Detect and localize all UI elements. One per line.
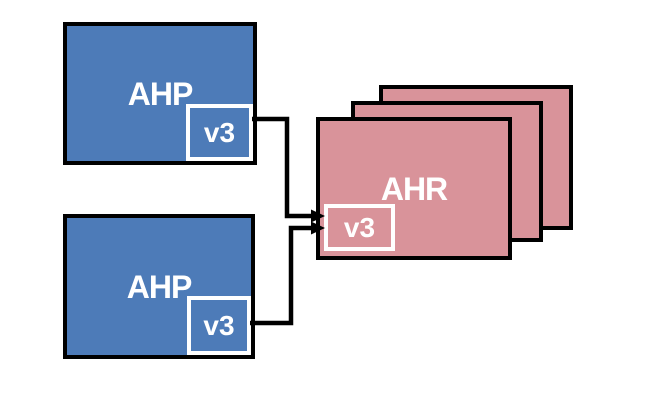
version-badge-ahp-bottom-label: v3 bbox=[203, 309, 235, 341]
version-badge-ahp-top: v3 bbox=[186, 104, 253, 161]
connector-ahp-bottom-to-ahr bbox=[250, 225, 312, 326]
version-badge-ahp-top-label: v3 bbox=[203, 116, 236, 148]
version-badge-ahr: v3 bbox=[324, 204, 395, 251]
version-badge-ahp-bottom: v3 bbox=[187, 296, 251, 355]
node-ahr: AHR v3 bbox=[316, 117, 512, 260]
node-ahp-top: AHP v3 bbox=[63, 22, 257, 165]
connector-ahp-top-to-ahr bbox=[252, 116, 312, 219]
node-ahr-label: AHR bbox=[380, 170, 448, 207]
node-ahp-bottom: AHP v3 bbox=[63, 214, 255, 359]
node-ahp-bottom-label: AHP bbox=[126, 268, 193, 305]
version-badge-ahr-label: v3 bbox=[343, 211, 376, 243]
node-ahp-top-label: AHP bbox=[127, 75, 194, 112]
